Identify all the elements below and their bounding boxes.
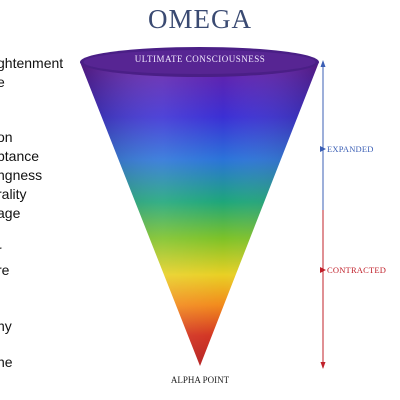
contracted-label: CONTRACTED <box>327 265 387 275</box>
alpha-point-label: ALPHA POINT <box>170 375 230 385</box>
level-enlightenment-label: ghtenment <box>0 55 64 71</box>
expanded-marker-icon <box>320 146 326 152</box>
level-reason-label: on <box>0 129 13 145</box>
ultimate-consciousness-label: ULTIMATE CONSCIOUSNESS <box>134 54 266 64</box>
level-anger-label: r <box>0 242 2 258</box>
level-apathy-label: hy <box>0 318 12 334</box>
level-peace-label: e <box>0 74 5 90</box>
contracted-marker-icon <box>320 267 326 273</box>
level-list: ghtenment e on ptance ngness rality age … <box>0 0 80 400</box>
level-shame-label: ne <box>0 354 13 370</box>
level-willingness-label: ngness <box>0 167 43 183</box>
level-neutrality-label: rality <box>0 186 27 202</box>
level-acceptance-label: ptance <box>0 148 40 164</box>
level-courage-label: age <box>0 205 21 221</box>
expanded-label: EXPANDED <box>327 144 374 154</box>
scale-bottom-arrow-icon <box>320 362 326 369</box>
cone-shading <box>80 62 319 366</box>
omega-title: OMEGA <box>148 4 252 34</box>
scale-top-arrow-icon <box>320 60 326 67</box>
level-desire-label: re <box>0 262 10 278</box>
cone-rim-inner <box>83 50 316 74</box>
